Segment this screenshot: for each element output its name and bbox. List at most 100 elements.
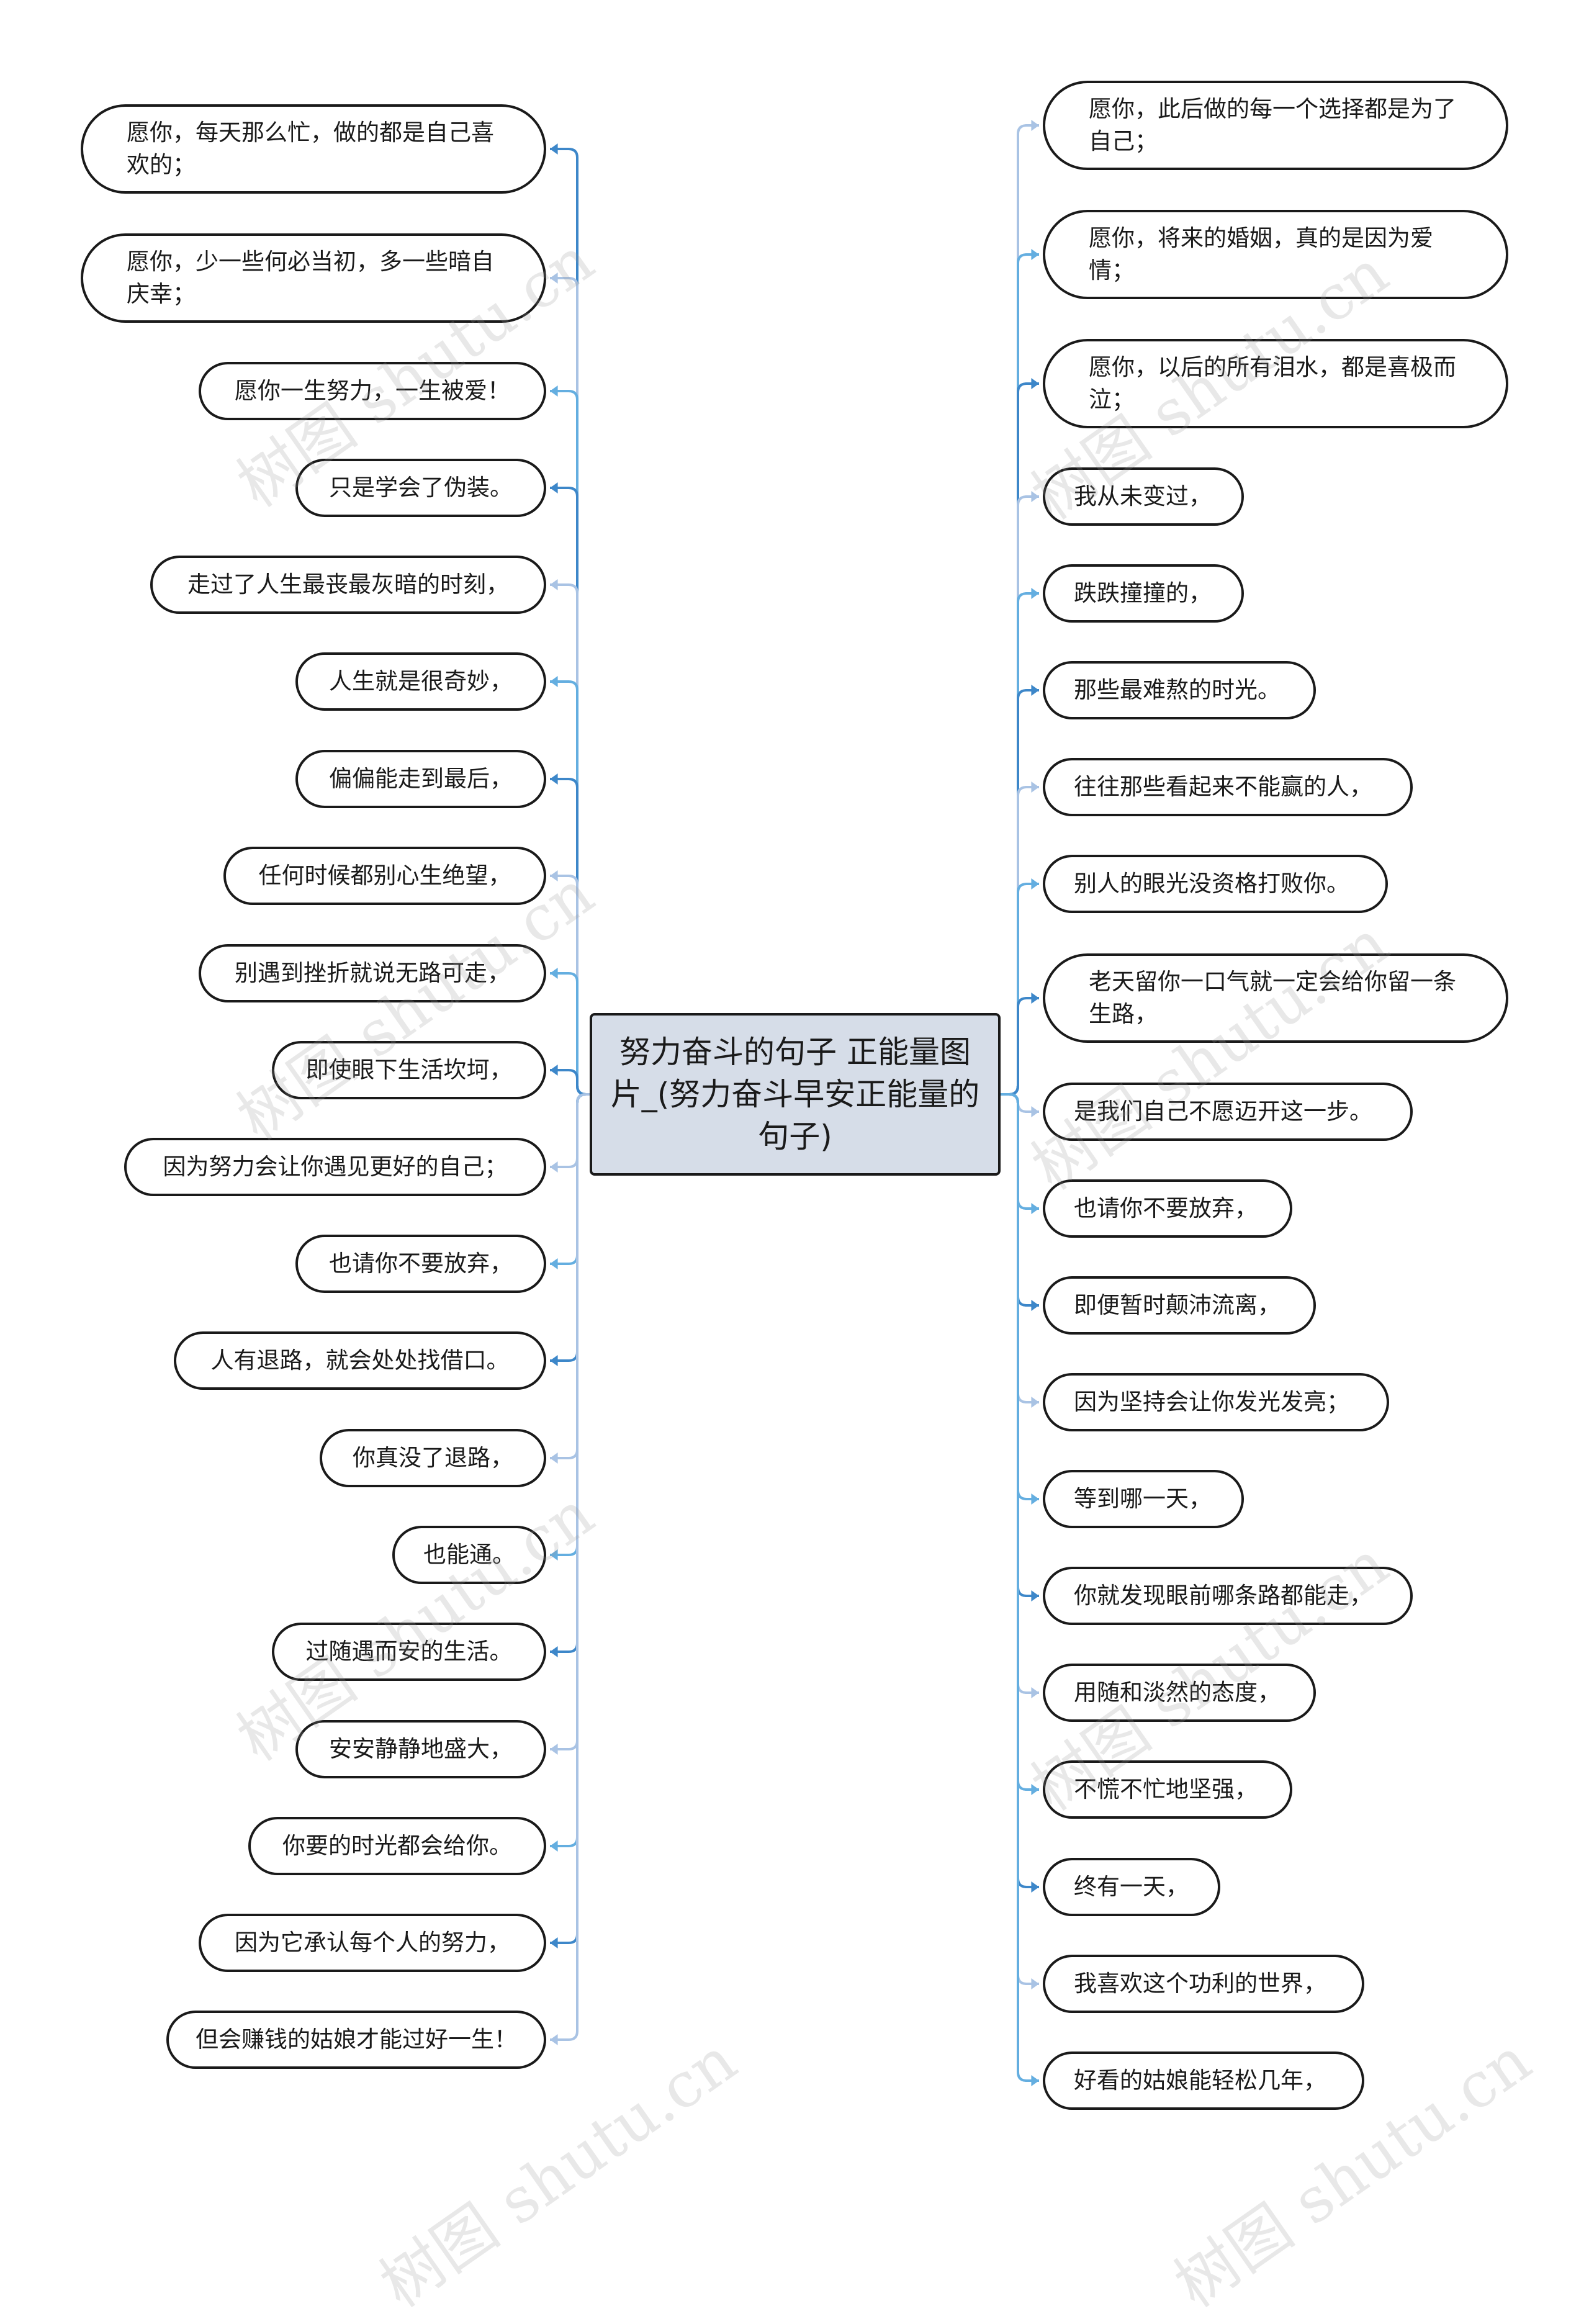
right-node-text: 那些最难熬的时光。 <box>1074 677 1281 703</box>
left-connector <box>550 390 590 1096</box>
central-topic-text: 努力奋斗的句子 正能量图片_(努力奋斗早安正能量的句子) <box>610 1034 980 1155</box>
left-connector-arrow <box>550 1355 558 1366</box>
left-node-text: 因为努力会让你遇见更好的自己； <box>163 1153 508 1180</box>
left-connector-arrow <box>550 870 558 881</box>
right-node[interactable]: 往往那些看起来不能赢的人， <box>1043 758 1413 816</box>
right-node-text: 因为坚持会让你发光发亮； <box>1074 1389 1349 1415</box>
left-node[interactable]: 愿你，少一些何必当初，多一些暗自庆幸； <box>81 233 546 323</box>
right-node[interactable]: 用随和淡然的态度， <box>1043 1664 1316 1722</box>
right-node[interactable]: 跌跌撞撞的， <box>1043 564 1244 623</box>
right-connector <box>1001 495 1039 1096</box>
right-node-text: 愿你，以后的所有泪水，都是喜极而泣； <box>1089 354 1456 413</box>
left-node-text: 只是学会了伪装。 <box>329 474 513 501</box>
left-connector <box>550 1093 590 1265</box>
left-node[interactable]: 但会赚钱的姑娘才能过好一生！ <box>166 2011 546 2069</box>
right-node[interactable]: 别人的眼光没资格打败你。 <box>1043 855 1388 913</box>
right-node[interactable]: 等到哪一天， <box>1043 1470 1244 1528</box>
right-node-text: 我从未变过， <box>1074 483 1212 510</box>
left-node-text: 也能通。 <box>423 1541 515 1568</box>
left-node[interactable]: 只是学会了伪装。 <box>295 459 546 517</box>
left-node[interactable]: 因为努力会让你遇见更好的自己； <box>124 1138 546 1196</box>
left-node-text: 你真没了退路， <box>353 1444 513 1471</box>
left-connector-arrow <box>550 1840 558 1852</box>
left-connector-arrow <box>550 385 558 397</box>
right-node[interactable]: 不慌不忙地坚强， <box>1043 1760 1292 1819</box>
left-node[interactable]: 偏偏能走到最后， <box>295 750 546 808</box>
right-connector <box>1001 1093 1039 1888</box>
left-node[interactable]: 人生就是很奇妙， <box>295 652 546 711</box>
right-connector <box>1001 1093 1039 1791</box>
left-connector <box>550 583 590 1096</box>
left-node[interactable]: 走过了人生最丧最灰暗的时刻， <box>150 556 546 614</box>
left-node-text: 过随遇而安的生活。 <box>305 1638 513 1665</box>
left-node-text: 走过了人生最丧最灰暗的时刻， <box>187 571 509 598</box>
left-connector-arrow <box>550 2034 558 2045</box>
left-connector-arrow <box>550 1744 558 1755</box>
right-connector <box>1001 1093 1039 1500</box>
left-node[interactable]: 即使眼下生活坎坷， <box>272 1041 546 1099</box>
left-connector-arrow <box>550 272 558 284</box>
right-node-text: 是我们自己不愿迈开这一步。 <box>1074 1098 1372 1125</box>
left-node-text: 因为它承认每个人的努力， <box>235 1929 510 1956</box>
left-node[interactable]: 人有退路，就会处处找借口。 <box>174 1331 546 1390</box>
right-node[interactable]: 终有一天， <box>1043 1858 1220 1916</box>
right-connector <box>1001 1093 1039 1694</box>
right-connector-arrow <box>1031 878 1039 890</box>
left-connector <box>550 1093 590 1168</box>
right-node-text: 等到哪一天， <box>1074 1485 1212 1512</box>
right-node[interactable]: 那些最难熬的时光。 <box>1043 661 1316 719</box>
left-node-text: 人生就是很奇妙， <box>329 668 513 695</box>
right-node[interactable]: 即便暂时颠沛流离， <box>1043 1276 1316 1335</box>
left-connector <box>550 1093 590 1362</box>
right-node-text: 用随和淡然的态度， <box>1074 1679 1281 1706</box>
right-node[interactable]: 老天留你一口气就一定会给你留一条生路， <box>1043 953 1508 1043</box>
right-node[interactable]: 我从未变过， <box>1043 467 1244 526</box>
left-connector-arrow <box>550 1065 558 1076</box>
central-topic[interactable]: 努力奋斗的句子 正能量图片_(努力奋斗早安正能量的句子) <box>590 1013 1001 1176</box>
right-connector-arrow <box>1031 1300 1039 1311</box>
right-node[interactable]: 也请你不要放弃， <box>1043 1179 1292 1238</box>
left-connector-arrow <box>550 676 558 687</box>
right-node-text: 你就发现眼前哪条路都能走， <box>1074 1582 1372 1609</box>
right-node-text: 跌跌撞撞的， <box>1074 580 1212 606</box>
left-node[interactable]: 你要的时光都会给你。 <box>248 1817 546 1875</box>
right-connector-arrow <box>1031 378 1039 389</box>
right-connector <box>1001 124 1039 1096</box>
left-node-text: 别遇到挫折就说无路可走， <box>235 960 510 986</box>
left-node[interactable]: 别遇到挫折就说无路可走， <box>199 944 546 1002</box>
right-node[interactable]: 因为坚持会让你发光发亮； <box>1043 1373 1389 1431</box>
right-node-text: 不慌不忙地坚强， <box>1074 1776 1258 1803</box>
right-node[interactable]: 愿你，此后做的每一个选择都是为了自己； <box>1043 81 1508 170</box>
left-node[interactable]: 也请你不要放弃， <box>295 1235 546 1293</box>
right-node-text: 好看的姑娘能轻松几年， <box>1074 2067 1326 2094</box>
right-connector <box>1001 1093 1039 1307</box>
left-connector-arrow <box>550 1161 558 1173</box>
right-connector-arrow <box>1031 685 1039 696</box>
left-node[interactable]: 安安静静地盛大， <box>295 1720 546 1778</box>
left-connector <box>550 1093 590 1944</box>
left-connector <box>550 1093 590 2041</box>
left-node[interactable]: 愿你，每天那么忙，做的都是自己喜欢的； <box>81 104 546 194</box>
left-connector <box>550 487 590 1096</box>
right-node[interactable]: 愿你，以后的所有泪水，都是喜极而泣； <box>1043 339 1508 428</box>
left-node[interactable]: 也能通。 <box>392 1526 546 1584</box>
right-node[interactable]: 我喜欢这个功利的世界， <box>1043 1955 1364 2013</box>
right-node[interactable]: 好看的姑娘能轻松几年， <box>1043 2052 1364 2110</box>
left-node[interactable]: 过随遇而安的生活。 <box>272 1623 546 1681</box>
left-connector-arrow <box>550 1258 558 1269</box>
right-connector <box>1001 1093 1039 1403</box>
right-node[interactable]: 你就发现眼前哪条路都能走， <box>1043 1567 1413 1625</box>
left-node[interactable]: 你真没了退路， <box>320 1429 546 1487</box>
left-connector-arrow <box>550 1452 558 1464</box>
left-node[interactable]: 愿你一生努力，一生被爱！ <box>199 362 546 420</box>
left-connector <box>550 148 590 1096</box>
left-node[interactable]: 因为它承认每个人的努力， <box>199 1914 546 1972</box>
right-node[interactable]: 是我们自己不愿迈开这一步。 <box>1043 1083 1413 1141</box>
right-node[interactable]: 愿你，将来的婚姻，真的是因为爱情； <box>1043 210 1508 299</box>
right-connector-arrow <box>1031 2075 1039 2086</box>
right-node-text: 愿你，此后做的每一个选择都是为了自己； <box>1089 96 1456 155</box>
left-node[interactable]: 任何时候都别心生绝望， <box>223 847 546 905</box>
right-connector <box>1001 1093 1039 1985</box>
left-node-text: 偏偏能走到最后， <box>329 765 513 792</box>
right-connector-arrow <box>1031 1881 1039 1893</box>
